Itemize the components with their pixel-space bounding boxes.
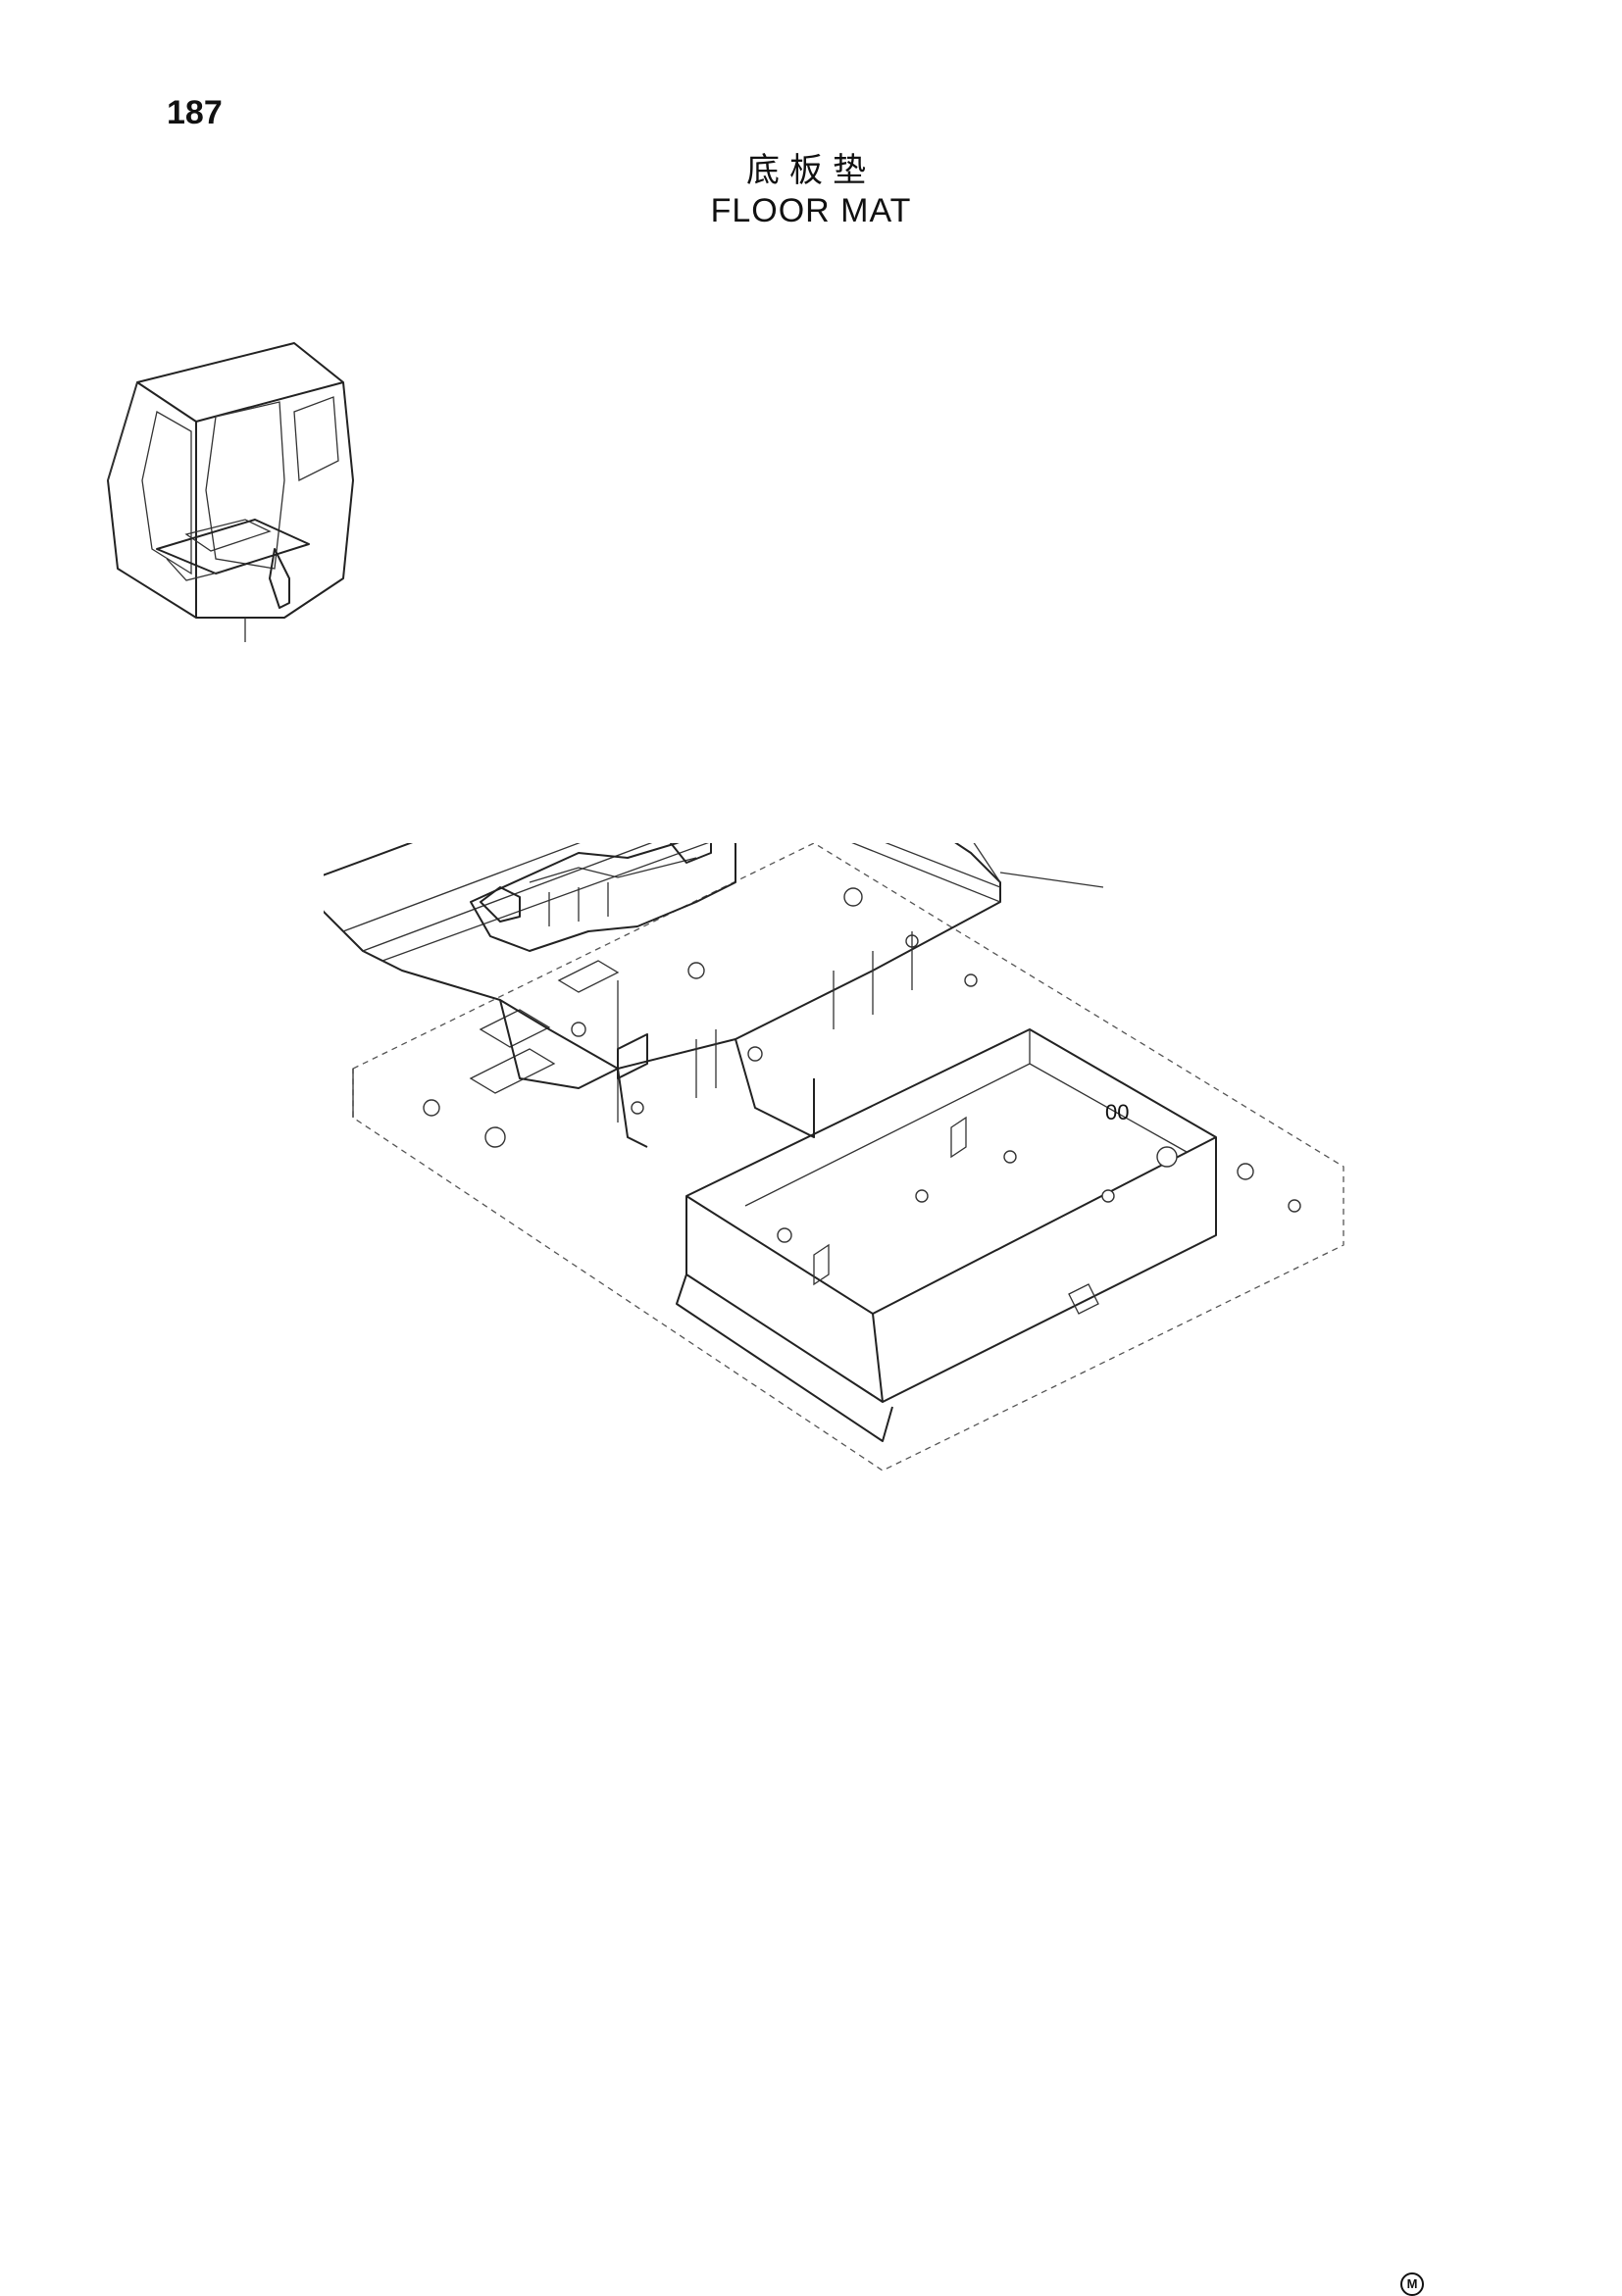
title-english: FLOOR MAT: [710, 192, 912, 229]
cab-location-icon: [107, 342, 354, 642]
part-callout-00: 00: [1105, 1100, 1130, 1124]
title-chinese: 底板垫: [746, 151, 876, 190]
circled-m-icon: M: [1400, 2272, 1424, 2296]
page-number: 187: [167, 94, 223, 131]
floor-mat-drawing: [324, 843, 1344, 1472]
